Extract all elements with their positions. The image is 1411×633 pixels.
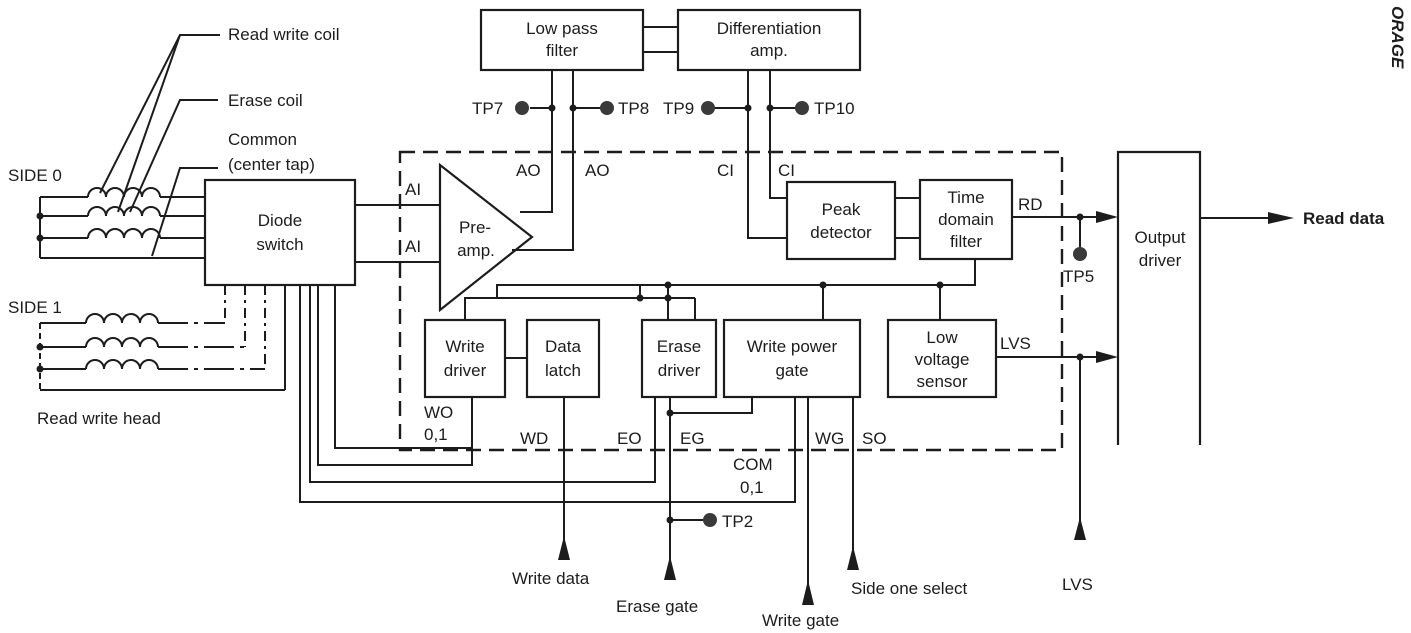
eg-label: EG (680, 429, 705, 448)
time-domain-filter-line3: filter (950, 232, 982, 251)
diode-switch-line1: Diode (258, 211, 302, 230)
write-driver-line2: driver (444, 361, 487, 380)
data-latch-block (525, 318, 601, 399)
tp2-dot (703, 513, 717, 527)
peak-detector-line1: Peak (822, 200, 861, 219)
time-domain-filter-block (918, 178, 1014, 261)
write-driver-line1: Write (445, 337, 484, 356)
low-pass-filter-line1: Low pass (526, 19, 598, 38)
write-driver-block (423, 318, 507, 399)
preamp-line1: Pre- (459, 218, 491, 237)
tp7-dot (515, 101, 529, 115)
com-label-line2: 0,1 (740, 478, 764, 497)
tp9-dot (701, 101, 715, 115)
output-driver-line2: driver (1139, 251, 1182, 270)
rd-label: RD (1018, 195, 1043, 214)
write-power-gate-block (722, 318, 862, 399)
erase-coil-label: Erase coil (228, 91, 303, 110)
side1-label: SIDE 1 (8, 298, 62, 317)
tp5-label: TP5 (1063, 267, 1094, 286)
data-latch-line1: Data (545, 337, 581, 356)
erase-driver-line1: Erase (657, 337, 701, 356)
low-pass-filter-line2: filter (546, 41, 578, 60)
low-voltage-sensor-block (886, 318, 998, 399)
write-power-gate-line1: Write power (747, 337, 838, 356)
tp9-label: TP9 (663, 99, 694, 118)
eo-label: EO (617, 429, 642, 448)
erase-driver-line2: driver (658, 361, 701, 380)
side0-coils (36, 187, 205, 259)
low-voltage-sensor-line3: sensor (916, 372, 967, 391)
margin-running-head: ORAGE (1388, 6, 1407, 69)
ao-label-left: AO (516, 161, 541, 180)
so-label: SO (862, 429, 887, 448)
erase-driver-block (640, 318, 718, 399)
ai-label-top: AI (405, 180, 421, 199)
write-power-gate-line2: gate (775, 361, 808, 380)
side0-label: SIDE 0 (8, 166, 62, 185)
preamp-line2: amp. (457, 241, 495, 260)
differentiation-amp-block (676, 8, 862, 72)
time-domain-filter-line2: domain (938, 210, 994, 229)
write-data-label: Write data (512, 569, 590, 588)
diode-switch-block (203, 178, 357, 287)
peak-detector-line2: detector (810, 223, 872, 242)
tp7-label: TP7 (472, 99, 503, 118)
low-voltage-sensor-line1: Low (926, 328, 958, 347)
output-driver-block (1116, 150, 1202, 445)
ai-label-bottom: AI (405, 237, 421, 256)
preamp-triangle (438, 162, 534, 313)
peak-detector-block (785, 180, 897, 261)
side-one-select-label: Side one select (851, 579, 968, 598)
signal-wires (299, 70, 1294, 605)
wd-label: WD (520, 429, 548, 448)
lvs-input-label: LVS (1062, 575, 1093, 594)
output-driver-line1: Output (1134, 228, 1185, 247)
read-write-coil-label: Read write coil (228, 25, 340, 44)
tp8-dot (600, 101, 614, 115)
diode-switch-line2: switch (256, 235, 303, 254)
read-write-head-label: Read write head (37, 409, 161, 428)
com-label-line1: COM (733, 455, 773, 474)
common-label-line1: Common (228, 130, 297, 149)
low-pass-filter-block (479, 8, 645, 72)
wo-label-line2: 0,1 (424, 425, 448, 444)
lvs-label: LVS (1000, 334, 1031, 353)
read-data-label: Read data (1303, 209, 1385, 228)
tp10-dot (795, 101, 809, 115)
tp10-label: TP10 (814, 99, 855, 118)
time-domain-filter-line1: Time (947, 188, 984, 207)
ic-boundary (398, 150, 1064, 452)
differentiation-amp-line1: Differentiation (717, 19, 822, 38)
data-latch-line2: latch (545, 361, 581, 380)
wo-label-line1: WO (424, 403, 453, 422)
erase-gate-label: Erase gate (616, 597, 698, 616)
differentiation-amp-line2: amp. (750, 41, 788, 60)
side1-coils (36, 285, 286, 391)
tp8-label: TP8 (618, 99, 649, 118)
low-voltage-sensor-line2: voltage (915, 350, 970, 369)
wg-label: WG (815, 429, 844, 448)
ci-label-right: CI (778, 161, 795, 180)
ao-label-right: AO (585, 161, 610, 180)
callout-leaders (99, 34, 220, 257)
ci-label-left: CI (717, 161, 734, 180)
tp2-label: TP2 (722, 512, 753, 531)
write-gate-label: Write gate (762, 611, 839, 630)
tp5-dot (1073, 247, 1087, 261)
common-label-line2: (center tap) (228, 155, 315, 174)
